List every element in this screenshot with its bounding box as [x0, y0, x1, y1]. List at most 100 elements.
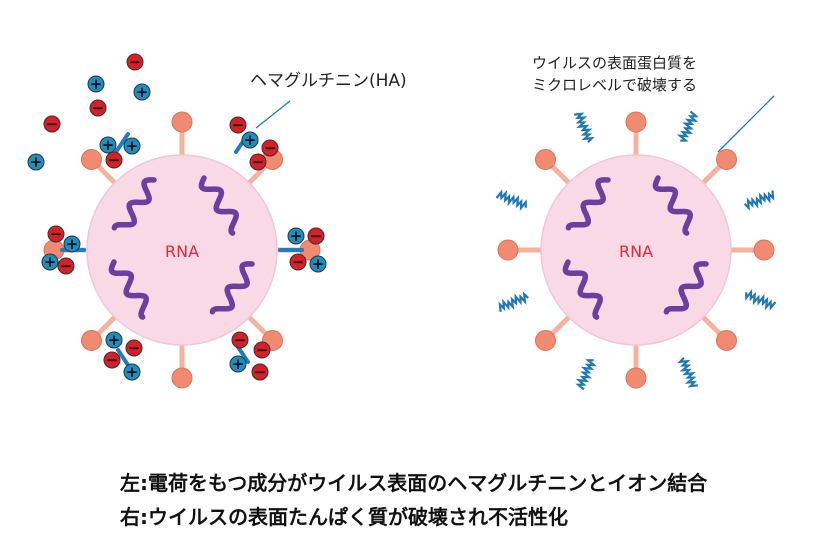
- positive-ion-icon: [309, 255, 327, 273]
- positive-symbol: +: [126, 363, 139, 381]
- negative-ion-icon: [125, 339, 143, 357]
- negative-symbol: −: [252, 153, 265, 171]
- negative-symbol: −: [310, 227, 323, 245]
- negative-symbol: −: [60, 257, 73, 275]
- negative-symbol: −: [292, 253, 305, 271]
- positive-symbol: +: [44, 253, 57, 271]
- negative-ion-icon: [103, 351, 121, 369]
- spike-ball: [171, 111, 193, 133]
- negative-symbol: −: [256, 341, 269, 359]
- damaged-protein: [575, 359, 598, 391]
- negative-ion-icon: [89, 99, 107, 117]
- positive-ion-icon: [287, 227, 305, 245]
- positive-symbol: +: [90, 75, 103, 93]
- spike-ball: [171, 367, 193, 389]
- negative-ion-icon: [261, 139, 279, 157]
- spike-ball: [534, 148, 556, 170]
- damaged-protein: [495, 189, 527, 212]
- caption-right: 右:ウイルスの表面たんぱく質が破壊され不活性化: [120, 505, 568, 529]
- spike-ball: [753, 239, 775, 261]
- spike-ball: [625, 111, 647, 133]
- positive-symbol: +: [312, 255, 325, 273]
- negative-symbol: −: [264, 139, 277, 157]
- negative-ion-icon: [105, 151, 123, 169]
- positive-ion-icon: [229, 355, 247, 373]
- rna-strand: [111, 177, 157, 231]
- rna-strand: [663, 261, 709, 315]
- negative-symbol: −: [106, 351, 119, 369]
- positive-symbol: +: [136, 83, 149, 101]
- damaged-protein: [745, 288, 777, 311]
- negative-ion-icon: [253, 341, 271, 359]
- positive-ion-icon: [123, 137, 141, 155]
- negative-symbol: −: [254, 363, 267, 381]
- negative-ion-icon: [251, 363, 269, 381]
- protein-destruction-label-line2: ミクロレベルで破壊する: [532, 76, 698, 94]
- negative-ion-icon: [47, 225, 65, 243]
- negative-symbol: −: [46, 115, 59, 133]
- negative-ion-icon: [229, 116, 247, 134]
- negative-ion-icon: [249, 153, 267, 171]
- rna-strand: [562, 259, 603, 320]
- positive-ion-icon: [87, 75, 105, 93]
- negative-ion-icon: [231, 331, 249, 349]
- spike-ball: [534, 330, 556, 352]
- hemagglutinin-bar: [114, 132, 130, 154]
- negative-symbol: −: [129, 53, 142, 71]
- rna-label: RNA: [619, 242, 653, 261]
- positive-symbol: +: [126, 137, 139, 155]
- hemagglutinin-label: ヘマグルチニン(HA): [250, 71, 407, 91]
- positive-ion-icon: [133, 83, 151, 101]
- positive-ion-icon: [241, 131, 259, 149]
- rna-strand: [108, 259, 149, 320]
- positive-ion-icon: [41, 253, 59, 271]
- negative-symbol: −: [232, 116, 245, 134]
- negative-ion-icon: [57, 257, 75, 275]
- negative-symbol: −: [128, 339, 141, 357]
- positive-symbol: +: [244, 131, 257, 149]
- positive-ion-icon: [105, 331, 123, 349]
- spike-ball: [625, 367, 647, 389]
- spike-ball: [80, 148, 102, 170]
- damaged-protein: [498, 291, 529, 312]
- rna-label: RNA: [165, 242, 199, 261]
- positive-ion-icon: [27, 153, 45, 171]
- damaged-protein: [676, 110, 699, 142]
- negative-ion-icon: [43, 115, 61, 133]
- caption-left: 左:電荷をもつ成分がウイルス表面のヘマグルチニンとイオン結合: [120, 471, 708, 495]
- negative-ion-icon: [307, 227, 325, 245]
- positive-symbol: +: [30, 153, 43, 171]
- damaged-protein: [677, 357, 698, 388]
- spike-ball: [716, 148, 738, 170]
- spike-ball: [716, 330, 738, 352]
- negative-symbol: −: [234, 331, 247, 349]
- spike-ball: [497, 239, 519, 261]
- damaged-protein: [574, 112, 595, 143]
- rna-strand: [565, 177, 611, 231]
- positive-symbol: +: [102, 136, 115, 154]
- positive-symbol: +: [108, 331, 121, 349]
- negative-symbol: −: [108, 151, 121, 169]
- rna-strand: [652, 175, 693, 236]
- left-virus-with-ions: RNA−++−−++−+−+−−−++−+−−++−−+−−+−: [27, 53, 327, 389]
- negative-ion-icon: [126, 53, 144, 71]
- ha-pointer-line: [255, 100, 291, 129]
- rna-strand: [209, 261, 255, 315]
- negative-ion-icon: [289, 253, 307, 271]
- protein-destruction-label-line1: ウイルスの表面蛋白質を: [532, 54, 698, 72]
- rna-strand: [198, 175, 239, 236]
- positive-symbol: +: [290, 227, 303, 245]
- spike-ball: [80, 330, 102, 352]
- negative-symbol: −: [92, 99, 105, 117]
- positive-ion-icon: [123, 363, 141, 381]
- positive-symbol: +: [66, 235, 79, 253]
- negative-symbol: −: [50, 225, 63, 243]
- right-pointer-line: [717, 95, 775, 153]
- positive-symbol: +: [232, 355, 245, 373]
- right-virus-inactivated: RNA: [495, 110, 777, 391]
- positive-ion-icon: [63, 235, 81, 253]
- protein-destruction-label: ウイルスの表面蛋白質を ミクロレベルで破壊する: [532, 52, 697, 96]
- damaged-protein: [743, 190, 775, 211]
- positive-ion-icon: [99, 136, 117, 154]
